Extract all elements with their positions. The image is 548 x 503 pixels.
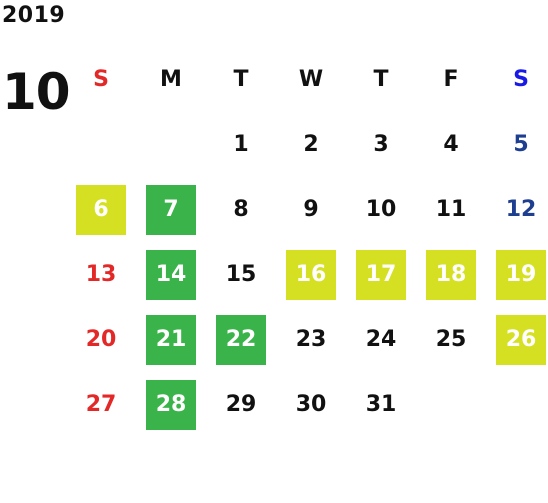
day-cell[interactable]: 14 — [146, 250, 196, 300]
day-cell[interactable]: 13 — [85, 262, 117, 287]
day-cell[interactable]: 30 — [295, 392, 327, 417]
day-cell[interactable]: 21 — [146, 315, 196, 365]
day-cell[interactable]: 17 — [356, 250, 406, 300]
weekday-label: W — [298, 67, 324, 92]
day-cell[interactable]: 31 — [365, 392, 397, 417]
day-cell[interactable]: 5 — [513, 132, 529, 157]
day-cell[interactable]: 29 — [225, 392, 257, 417]
day-cell[interactable]: 11 — [435, 197, 467, 222]
weekday-label: F — [443, 67, 459, 92]
day-cell[interactable]: 1 — [233, 132, 249, 157]
weekday-label: S — [513, 67, 529, 92]
day-cell[interactable]: 23 — [295, 327, 327, 352]
day-cell[interactable]: 12 — [505, 197, 537, 222]
day-cell[interactable]: 4 — [443, 132, 459, 157]
day-cell[interactable]: 16 — [286, 250, 336, 300]
day-cell[interactable]: 6 — [76, 185, 126, 235]
weekday-label: M — [160, 67, 182, 92]
day-cell[interactable]: 7 — [146, 185, 196, 235]
day-cell[interactable]: 9 — [303, 197, 319, 222]
day-cell[interactable]: 8 — [233, 197, 249, 222]
day-cell[interactable]: 15 — [225, 262, 257, 287]
weekday-label: S — [93, 67, 109, 92]
day-cell[interactable]: 27 — [85, 392, 117, 417]
day-cell[interactable]: 3 — [373, 132, 389, 157]
day-cell[interactable]: 2 — [303, 132, 319, 157]
day-cell[interactable]: 26 — [496, 315, 546, 365]
day-cell[interactable]: 25 — [435, 327, 467, 352]
day-cell[interactable]: 18 — [426, 250, 476, 300]
calendar-year: 2019 — [2, 3, 66, 28]
weekday-label: T — [373, 67, 389, 92]
day-cell[interactable]: 19 — [496, 250, 546, 300]
day-cell[interactable]: 28 — [146, 380, 196, 430]
calendar-month: 10 — [2, 63, 71, 121]
day-cell[interactable]: 22 — [216, 315, 266, 365]
day-cell[interactable]: 10 — [365, 197, 397, 222]
day-cell[interactable]: 20 — [85, 327, 117, 352]
day-cell[interactable]: 24 — [365, 327, 397, 352]
weekday-label: T — [233, 67, 249, 92]
